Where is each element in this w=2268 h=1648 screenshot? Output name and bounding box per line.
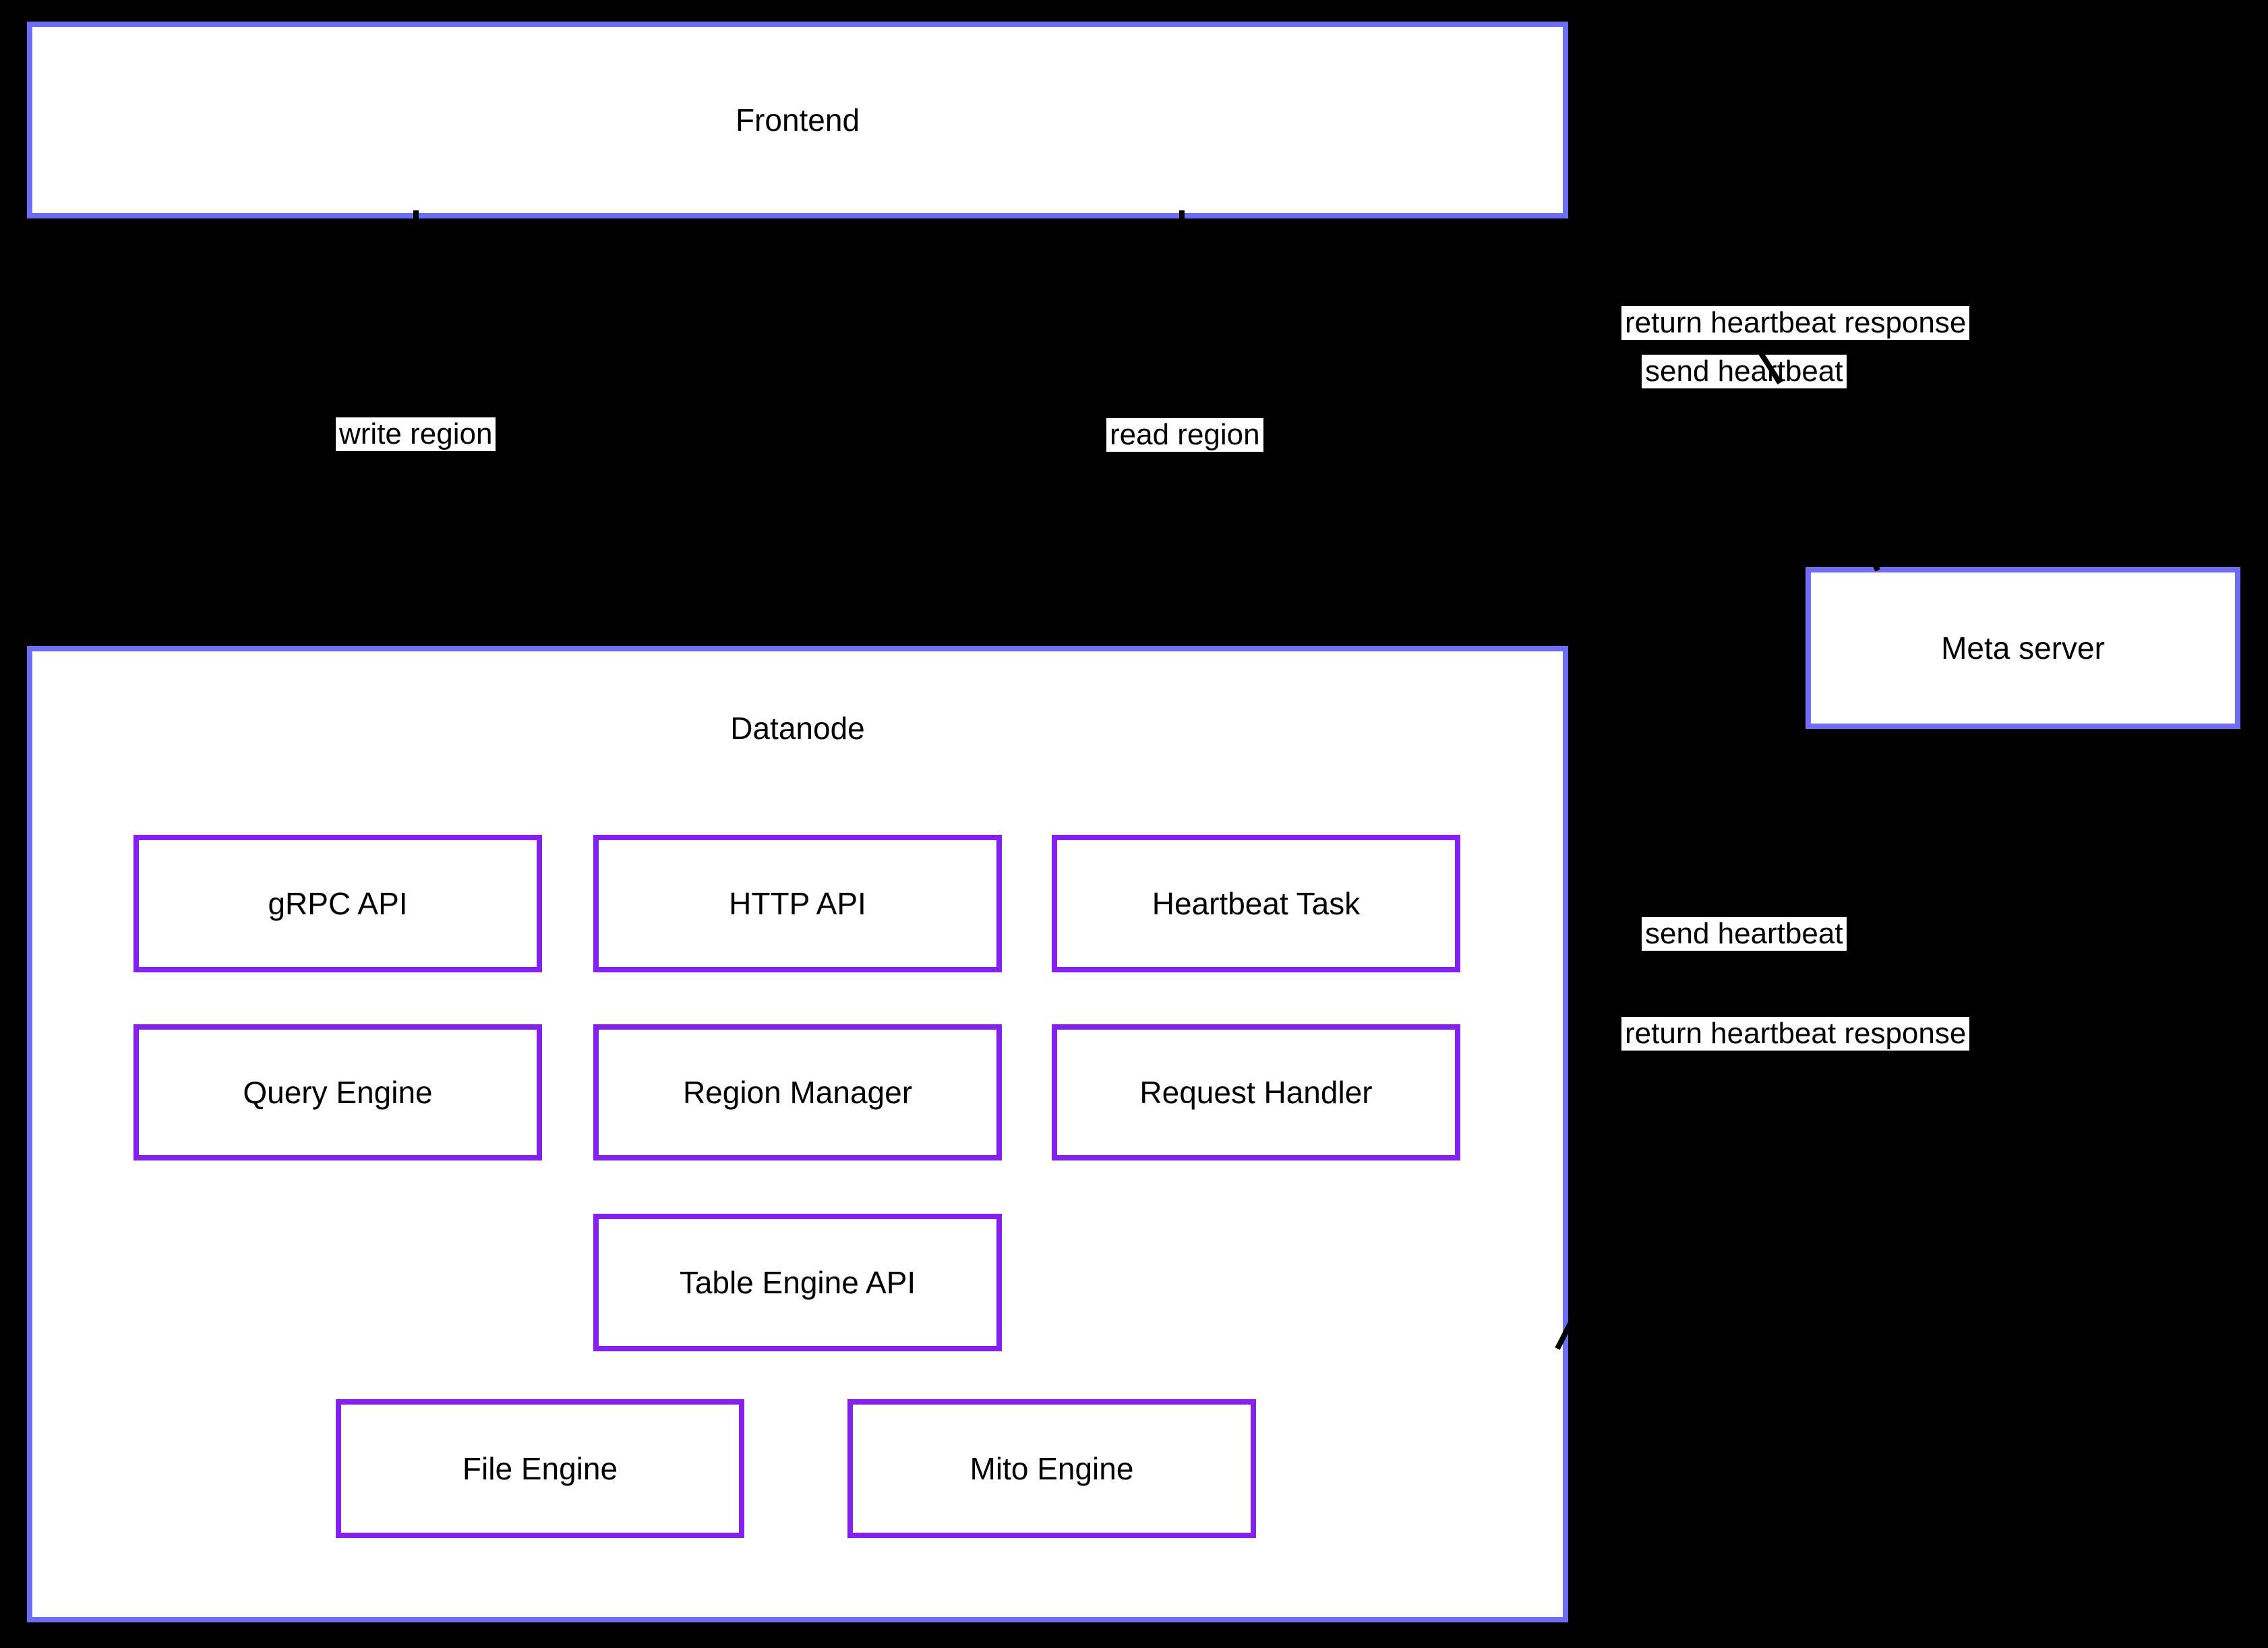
edge-label-write-region: write region [336,417,496,451]
module-grpc-api: gRPC API [133,835,542,972]
module-request-handler: Request Handler [1052,1024,1460,1160]
datanode-cluster: Datanode gRPC API HTTP API Heartbeat Tas… [27,646,1568,1622]
edge-label-return-heartbeat-response-top: return heartbeat response [1621,306,1970,340]
module-heartbeat-task: Heartbeat Task [1052,835,1460,972]
module-region-manager: Region Manager [593,1024,1002,1160]
edge-label-return-heartbeat-response-mid: return heartbeat response [1621,1017,1970,1051]
module-http-api: HTTP API [593,835,1002,972]
module-mito-engine: Mito Engine [847,1399,1256,1538]
datanode-label: Datanode [730,711,865,746]
edge-label-send-heartbeat-top: send heartbeat [1642,355,1847,388]
frontend-label: Frontend [735,102,860,138]
module-table-engine-api: Table Engine API [593,1214,1002,1351]
frontend-node: Frontend [27,22,1568,218]
module-file-engine: File Engine [336,1399,744,1538]
edge-label-read-region: read region [1106,418,1263,452]
meta-server-label: Meta server [1941,630,2105,666]
edge-label-send-heartbeat-mid: send heartbeat [1642,917,1847,951]
module-query-engine: Query Engine [133,1024,542,1160]
meta-server-node: Meta server [1806,567,2240,729]
